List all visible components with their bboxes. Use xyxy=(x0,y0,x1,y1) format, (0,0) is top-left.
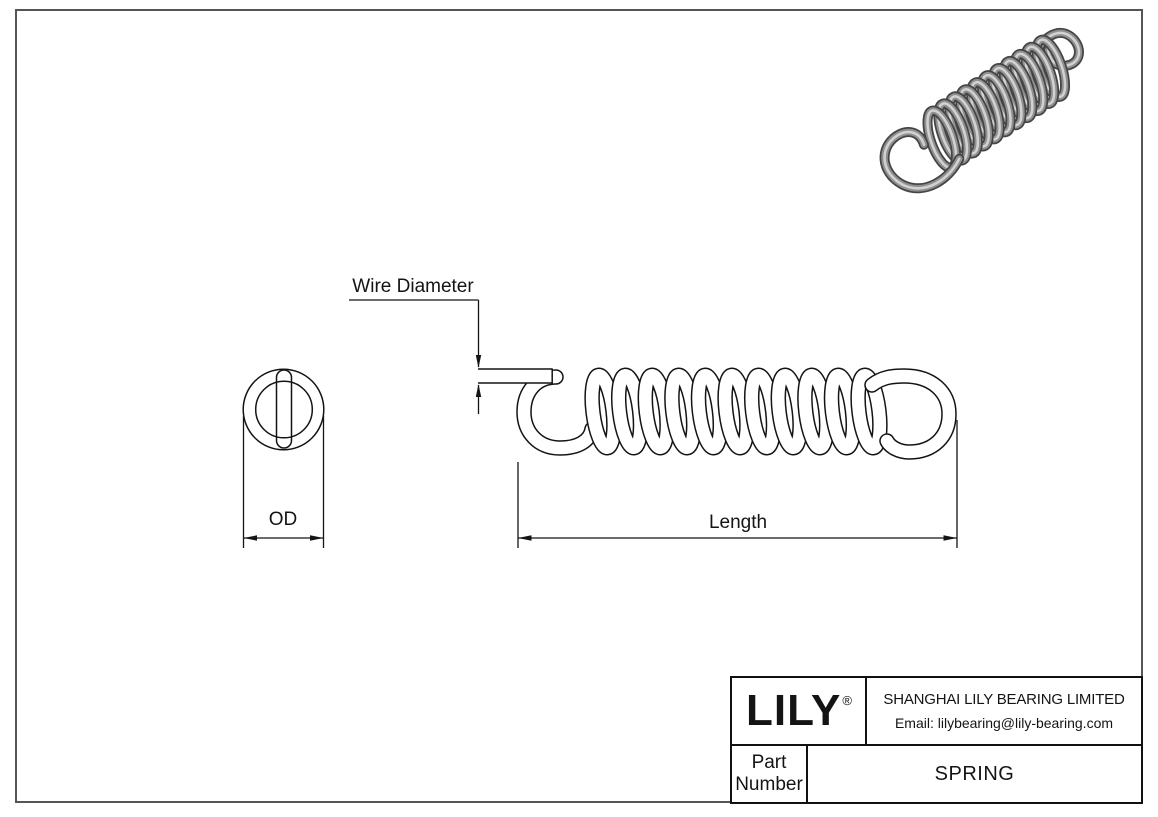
front-view-hook-end xyxy=(275,369,293,449)
company-email: Email: lilybearing@lily-bearing.com xyxy=(894,715,1114,731)
od-label: OD xyxy=(268,509,298,530)
length-label: Length xyxy=(708,512,768,533)
title-block-row-top: LILY® SHANGHAI LILY BEARING LIMITED Emai… xyxy=(732,678,1141,746)
length-arrow-left xyxy=(518,535,532,541)
front-view xyxy=(242,368,325,451)
length-dimension xyxy=(517,420,958,548)
title-block: LILY® SHANGHAI LILY BEARING LIMITED Emai… xyxy=(730,676,1143,804)
company-cell: SHANGHAI LILY BEARING LIMITED Email: lil… xyxy=(867,678,1141,744)
part-name: SPRING xyxy=(934,762,1015,785)
side-view-right-hook xyxy=(864,368,957,460)
lily-logo-text: LILY xyxy=(746,686,842,735)
wire-diameter-arrow-bottom xyxy=(475,384,482,397)
wire-diameter-label: Wire Diameter xyxy=(352,276,474,297)
spring-3d-render xyxy=(879,22,1099,194)
side-view-left-hook xyxy=(516,369,600,456)
spring-3d-coils xyxy=(909,32,1083,176)
spring-3d-far-hook xyxy=(1032,27,1084,71)
registered-trademark-icon: ® xyxy=(842,693,852,708)
part-number-label: Part Number xyxy=(735,751,803,795)
page-border xyxy=(15,9,1143,803)
front-view-inner-circle xyxy=(254,380,314,439)
wire-diameter-callout xyxy=(349,299,482,414)
spring-3d-near-hook xyxy=(879,127,965,194)
od-arrow-right xyxy=(310,535,324,541)
part-name-cell: SPRING xyxy=(808,746,1141,802)
od-arrow-left xyxy=(243,535,257,541)
side-view-straight-wire xyxy=(478,368,553,384)
lily-logo: LILY® xyxy=(746,686,852,735)
length-arrow-right xyxy=(943,535,957,541)
wire-diameter-arrow-top xyxy=(475,355,482,368)
part-number-cell: Part Number xyxy=(732,746,808,802)
front-view-outer-circle xyxy=(242,368,325,451)
side-view xyxy=(478,368,957,460)
od-dimension xyxy=(242,416,325,548)
logo-cell: LILY® xyxy=(732,678,867,744)
company-name: SHANGHAI LILY BEARING LIMITED xyxy=(883,691,1125,708)
side-view-coils xyxy=(589,374,884,449)
title-block-row-bottom: Part Number SPRING xyxy=(732,746,1141,802)
